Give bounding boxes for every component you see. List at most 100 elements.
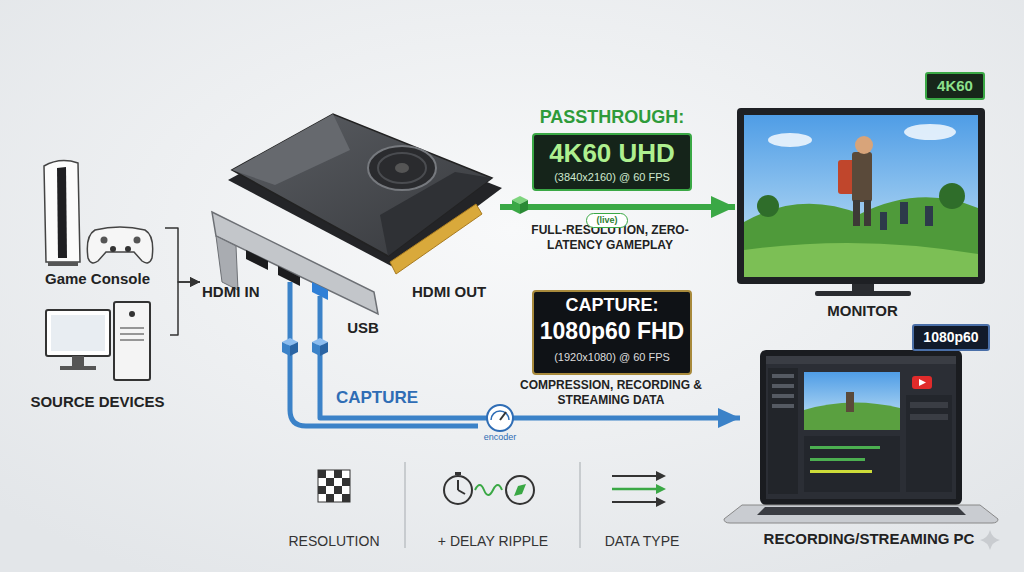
tree (939, 183, 965, 209)
divider (404, 462, 406, 548)
pixel (342, 478, 350, 486)
monitor (737, 108, 985, 296)
card-fan-hub (395, 163, 409, 173)
resolution-badge: 4K60 (925, 72, 985, 100)
data-arrowhead (656, 484, 666, 494)
audio-meter (810, 446, 880, 449)
legend-item: + DELAY RIPPLE (420, 532, 566, 550)
spec-value: 1080p60 FHD (532, 318, 692, 346)
edge-label: CAPTURE (332, 388, 422, 408)
console-stand (48, 262, 78, 266)
play-icon (919, 379, 926, 386)
stopwatch-hand (457, 480, 459, 490)
controller-buttons (134, 237, 141, 244)
character-body (852, 152, 872, 202)
pixel (334, 486, 342, 494)
gauge-arc (491, 411, 509, 420)
blue-cube (312, 338, 328, 356)
laptop-display: 1080p60RECORDING/STREAMING PC (740, 322, 998, 552)
usb-cable (318, 296, 323, 340)
stream-preview (804, 372, 900, 430)
pc-vent (120, 339, 144, 341)
monitor-base (815, 291, 911, 296)
console-core (57, 167, 67, 258)
audio-mixer (804, 436, 900, 492)
stopwatch-crown (455, 472, 461, 475)
laptop-screen (766, 356, 956, 499)
compass-needle (514, 484, 526, 496)
squad-figure (925, 206, 933, 226)
squad-figure (900, 202, 908, 224)
laptop (724, 350, 998, 523)
data-arrow (612, 501, 656, 503)
cube-side (320, 342, 328, 356)
data-arrowhead (656, 471, 666, 481)
tree (757, 195, 779, 217)
sidebar-item (772, 394, 794, 398)
pixel (318, 486, 326, 494)
preview-character (846, 392, 854, 412)
spec-detail: (3840x2160) @ 60 FPS (532, 171, 692, 184)
hdmi-port (246, 250, 268, 270)
ground (744, 243, 978, 277)
pc-vent (120, 327, 144, 329)
card-fan (368, 146, 436, 190)
pc-screen (51, 315, 105, 351)
divider (579, 462, 581, 548)
pixel (326, 478, 334, 486)
sidebar-item (772, 384, 794, 388)
pc-monitor-neck (72, 356, 84, 366)
bracket-tab (216, 236, 238, 290)
character-head (855, 136, 873, 154)
monitor-screen (744, 115, 978, 277)
icon-caption: encoder (470, 432, 530, 443)
sparkle-mark (980, 530, 1000, 550)
game-console (44, 161, 153, 266)
port-label: USB (338, 319, 388, 337)
control-button (910, 414, 948, 420)
device-label: Game Console (30, 270, 165, 288)
pc-vent (120, 333, 144, 335)
legend-item: RESOLUTION (274, 532, 394, 550)
connector-arrow (500, 204, 735, 210)
legend-text: + DELAY RIPPLE (438, 533, 548, 549)
monitor-display: 4K60MONITOR (735, 68, 990, 323)
squad-figure (880, 212, 887, 230)
spec-box: CAPTURE:1080p60 FHD(1920x1080) @ 60 FPS (532, 290, 692, 375)
monitor-neck (852, 284, 874, 292)
pc-monitor-base (60, 366, 96, 370)
laptop-keyboard (757, 507, 966, 515)
controller (87, 227, 152, 263)
source-device: SOURCE DEVICES (25, 300, 170, 415)
cloud (904, 124, 956, 140)
character-leg (853, 200, 860, 226)
connector-arrow (165, 228, 200, 282)
connector-arrow (170, 282, 200, 335)
controller-stick (125, 246, 131, 252)
control-button (910, 402, 948, 408)
platform-logo (912, 376, 932, 389)
cube-side (290, 342, 298, 356)
ripple-wave (475, 485, 502, 495)
resolution-icon (318, 470, 350, 502)
cube-side (282, 342, 290, 356)
cloud (768, 133, 812, 147)
gold-fingers (390, 204, 482, 274)
pc-power-button (129, 311, 135, 317)
controller-stick (110, 246, 116, 252)
hills (744, 197, 978, 277)
stopwatch-hand (458, 490, 465, 494)
shroud-facet (232, 114, 350, 185)
spec-box: PASSTHROUGH:4K60 UHD(3840x2160) @ 60 FPS (528, 105, 696, 193)
laptop-base (724, 505, 998, 523)
sidebar-item (772, 404, 794, 408)
cube-side (312, 342, 320, 356)
capture-card: HDMI INUSBHDMI OUT (200, 100, 500, 340)
pc-monitor (46, 310, 110, 356)
resolution-badge: 1080p60 (912, 324, 990, 351)
pixel (342, 494, 350, 502)
source-pc (46, 302, 150, 380)
device-label: MONITOR (735, 302, 990, 320)
